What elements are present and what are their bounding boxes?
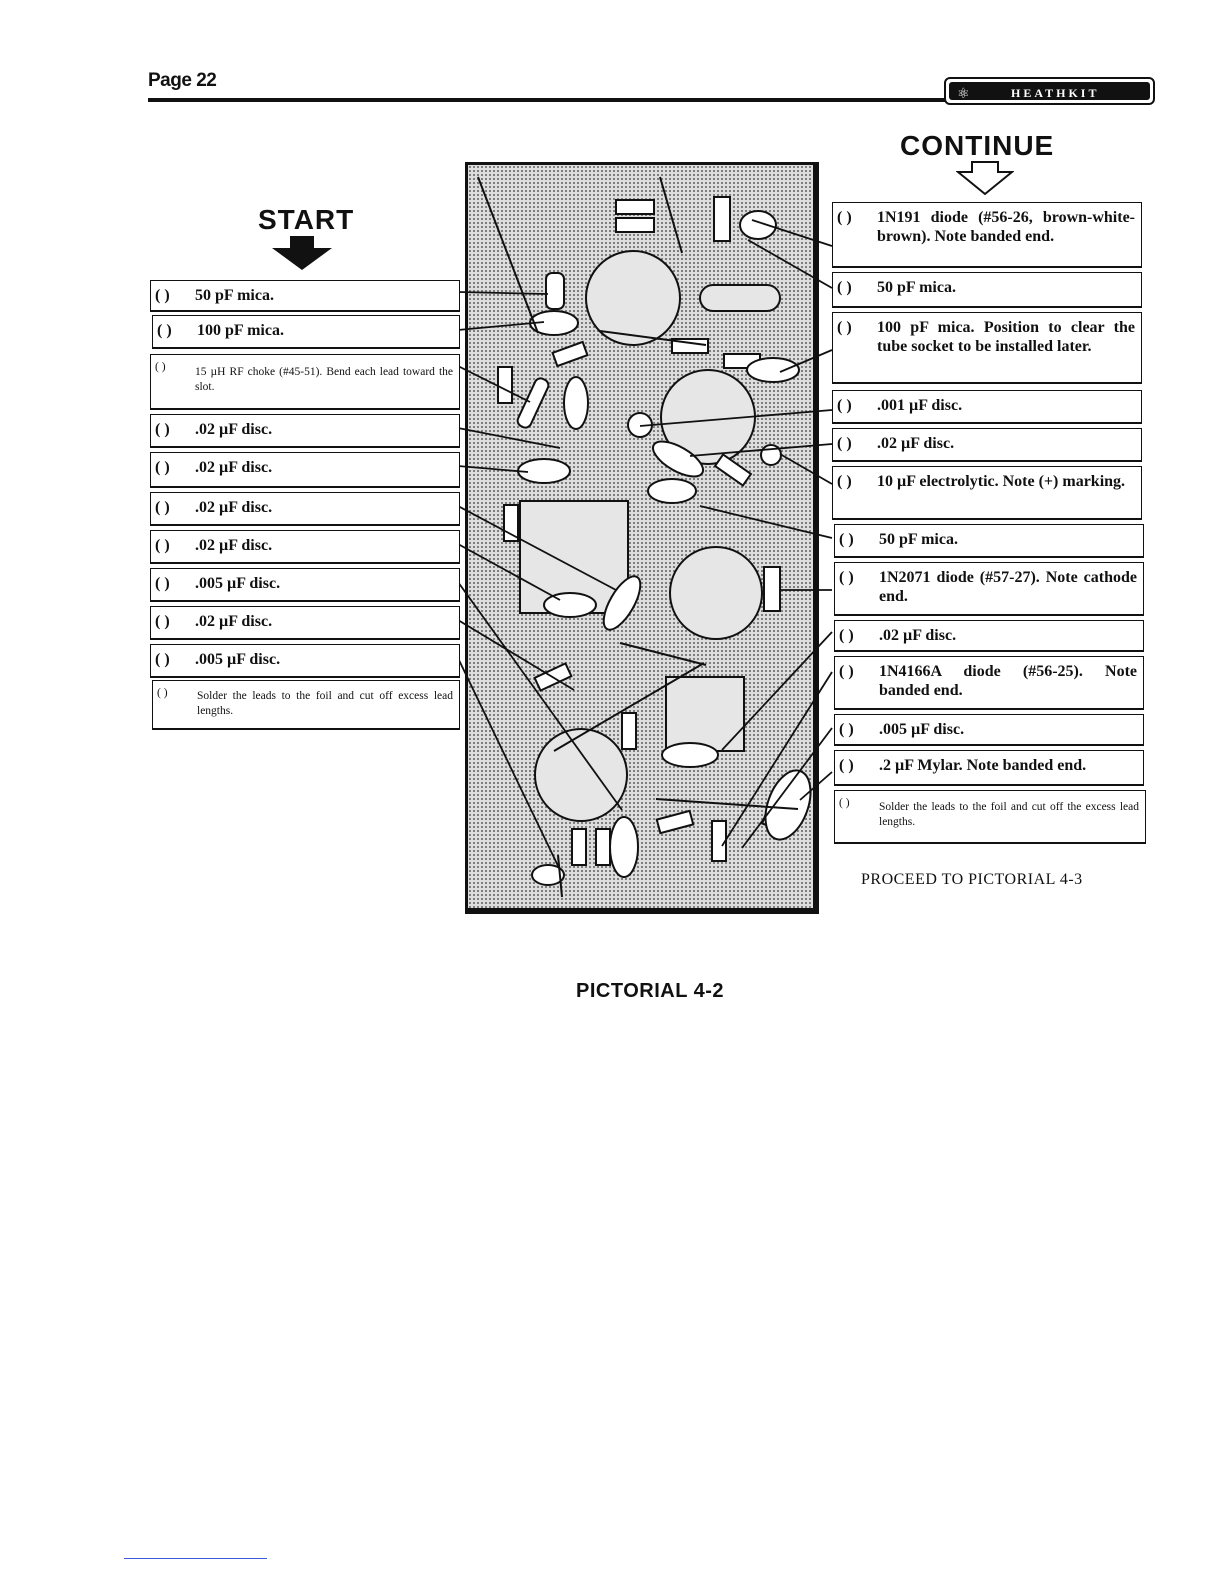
step-text: 1N191 diode (#56-26, brown-white-brown).… <box>877 209 1135 245</box>
logo-text: HEATHKIT <box>1011 86 1100 100</box>
step-text: 1N2071 diode (#57-27). Note cathode end. <box>879 569 1137 605</box>
step-text: .02 µF disc. <box>195 613 273 630</box>
checkbox[interactable]: ( ) <box>839 757 854 774</box>
step-box-right: ( ) 50 pF mica. <box>832 272 1142 308</box>
step-text: .005 µF disc. <box>195 651 281 668</box>
step-text: .005 µF disc. <box>879 721 965 738</box>
step-box-right: ( ) .2 µF Mylar. Note banded end. <box>834 750 1144 786</box>
step-box-right: ( ) 1N191 diode (#56-26, brown-white-brow… <box>832 202 1142 268</box>
proceed-instruction: PROCEED TO PICTORIAL 4-3 <box>861 871 1083 888</box>
checkbox[interactable]: ( ) <box>839 627 854 644</box>
circuit-board-illustration <box>465 162 819 914</box>
step-text: .02 µF disc. <box>195 537 273 554</box>
step-text: .02 µF disc. <box>195 459 273 476</box>
continue-arrow-icon <box>956 161 1014 196</box>
checkbox[interactable]: ( ) <box>155 499 170 516</box>
start-label: START <box>258 204 355 235</box>
step-text: Solder the leads to the foil and cut off… <box>197 690 453 717</box>
step-text: Solder the leads to the foil and cut off… <box>879 801 1139 828</box>
step-text: 100 pF mica. Position to clear the tube … <box>877 319 1135 355</box>
checkbox[interactable]: ( ) <box>839 569 854 586</box>
step-text: 1N4166A diode (#56-25). Note banded end. <box>879 663 1137 699</box>
step-box-left: ( ) .02 µF disc. <box>150 492 460 526</box>
step-text: 50 pF mica. <box>879 531 958 548</box>
step-box-right: ( ) 100 pF mica. Position to clear the tu… <box>832 312 1142 384</box>
continue-label: CONTINUE <box>900 130 1055 161</box>
checkbox[interactable]: ( ) <box>839 797 850 809</box>
step-text: .2 µF Mylar. Note banded end. <box>879 757 1087 774</box>
step-text: 10 µF electrolytic. Note (+) marking. <box>877 473 1126 490</box>
checkbox[interactable]: ( ) <box>837 397 852 414</box>
checkbox[interactable]: ( ) <box>155 613 170 630</box>
board-components <box>477 176 812 898</box>
step-box-left: ( ) .005 µF disc. <box>150 644 460 678</box>
start-arrow-icon <box>272 236 332 270</box>
page-number: Page 22 <box>148 70 217 91</box>
checkbox[interactable]: ( ) <box>837 435 852 452</box>
footnote-rule <box>124 1558 267 1559</box>
step-text: .005 µF disc. <box>195 575 281 592</box>
step-box-right: ( ) 1N2071 diode (#57-27). Note cathode e… <box>834 562 1144 616</box>
checkbox[interactable]: ( ) <box>155 421 170 438</box>
step-box-right: ( ) 1N4166A diode (#56-25). Note banded e… <box>834 656 1144 710</box>
heathkit-logo: ⚛ HEATHKIT <box>944 77 1155 105</box>
step-text: .02 µF disc. <box>879 627 957 644</box>
checkbox[interactable]: ( ) <box>839 721 854 738</box>
step-box-left: ( ) .005 µF disc. <box>150 568 460 602</box>
checkbox[interactable]: ( ) <box>155 287 170 304</box>
header-rule <box>148 98 946 102</box>
step-text: 50 pF mica. <box>195 287 274 304</box>
atom-icon: ⚛ <box>957 85 970 101</box>
step-box-left: ( ) .02 µF disc. <box>150 530 460 564</box>
step-box-right: ( ) .02 µF disc. <box>832 428 1142 462</box>
step-box-right: ( ) .02 µF disc. <box>834 620 1144 652</box>
step-text: .02 µF disc. <box>877 435 955 452</box>
step-text: .02 µF disc. <box>195 421 273 438</box>
checkbox[interactable]: ( ) <box>157 322 172 339</box>
checkbox[interactable]: ( ) <box>839 531 854 548</box>
step-text: 50 pF mica. <box>877 279 956 296</box>
step-box-left: ( ) 50 pF mica. <box>150 280 460 312</box>
step-box-right: ( ) Solder the leads to the foil and cut … <box>834 790 1146 844</box>
checkbox[interactable]: ( ) <box>155 361 166 373</box>
step-text: 15 µH RF choke (#45-51). Bend each lead … <box>195 366 453 393</box>
step-box-right: ( ) .001 µF disc. <box>832 390 1142 424</box>
checkbox[interactable]: ( ) <box>157 687 168 699</box>
checkbox[interactable]: ( ) <box>155 537 170 554</box>
step-box-right: ( ) .005 µF disc. <box>834 714 1144 746</box>
step-box-right: ( ) 10 µF electrolytic. Note (+) marking. <box>832 466 1142 520</box>
step-box-left: ( ) 15 µH RF choke (#45-51). Bend each le… <box>150 354 460 410</box>
step-text: .02 µF disc. <box>195 499 273 516</box>
checkbox[interactable]: ( ) <box>155 459 170 476</box>
checkbox[interactable]: ( ) <box>837 319 852 336</box>
checkbox[interactable]: ( ) <box>837 279 852 296</box>
step-box-left: ( ) .02 µF disc. <box>150 452 460 488</box>
step-box-left: ( ) Solder the leads to the foil and cut … <box>152 680 460 730</box>
checkbox[interactable]: ( ) <box>155 575 170 592</box>
logo-band: ⚛ HEATHKIT <box>949 82 1150 101</box>
step-box-left: ( ) 100 pF mica. <box>152 315 460 349</box>
checkbox[interactable]: ( ) <box>837 473 852 490</box>
step-box-left: ( ) .02 µF disc. <box>150 414 460 448</box>
checkbox[interactable]: ( ) <box>155 651 170 668</box>
checkbox[interactable]: ( ) <box>837 209 852 226</box>
step-text: .001 µF disc. <box>877 397 963 414</box>
checkbox[interactable]: ( ) <box>839 663 854 680</box>
step-box-left: ( ) .02 µF disc. <box>150 606 460 640</box>
step-box-right: ( ) 50 pF mica. <box>834 524 1144 558</box>
step-text: 100 pF mica. <box>197 322 284 339</box>
figure-caption: PICTORIAL 4-2 <box>576 980 725 1002</box>
